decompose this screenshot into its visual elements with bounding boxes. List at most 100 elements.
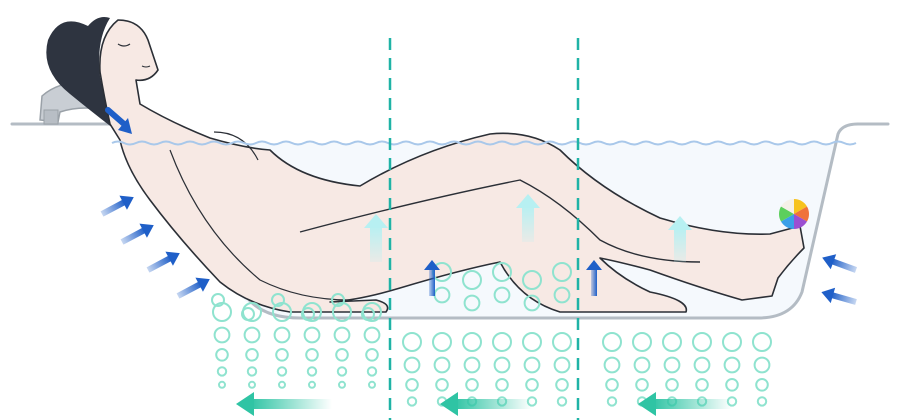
air-bubble [432, 332, 452, 352]
air-bubble [336, 366, 348, 377]
lift-arrow-shaft [370, 226, 382, 262]
air-bubble [332, 302, 352, 322]
air-bubble [633, 356, 651, 374]
flow-arrow-head [638, 392, 656, 416]
air-bubble [695, 378, 709, 392]
air-bubble [335, 348, 349, 362]
air-bubble [553, 286, 571, 304]
body-shape [99, 19, 805, 313]
air-bubble [463, 356, 481, 374]
air-bubble [333, 326, 351, 344]
air-bubble [603, 356, 621, 374]
side-jet-arrow [821, 287, 857, 305]
air-bubble [752, 332, 772, 352]
air-bubble [756, 396, 768, 407]
air-bubble [462, 270, 482, 290]
air-bubble [248, 380, 256, 389]
side-jet-arrow [176, 277, 210, 299]
jet-up-arrow [424, 260, 440, 296]
flow-arrow [638, 392, 732, 416]
air-bubble [693, 356, 711, 374]
air-bubble [406, 396, 418, 407]
air-bubble [405, 378, 419, 392]
air-bubble [722, 332, 742, 352]
air-bubble [556, 396, 568, 407]
air-bubble [211, 293, 225, 307]
side-jet-head [821, 287, 836, 304]
air-bubble [272, 302, 292, 322]
air-bubble [522, 332, 542, 352]
air-bubble [365, 348, 379, 362]
air-bubble [216, 366, 228, 377]
flow-arrow [236, 392, 332, 416]
flow-arrow-head [236, 392, 254, 416]
air-bubble [632, 332, 652, 352]
air-bubble [523, 294, 541, 312]
closed-eye [117, 43, 131, 47]
lift-arrow-head [668, 216, 692, 230]
air-bubble [245, 348, 259, 362]
arm-contour [169, 149, 351, 301]
air-bubble [435, 378, 449, 392]
air-bubble [555, 378, 569, 392]
jet-up-shaft [429, 268, 435, 296]
air-bubble [755, 378, 769, 392]
air-bubble [212, 302, 232, 322]
side-jet-head [119, 195, 134, 210]
neck-jet-arrow [105, 107, 132, 134]
air-bubble [246, 366, 258, 377]
side-jet-arrow [100, 195, 134, 217]
air-bubble [303, 326, 321, 344]
air-bubble [553, 356, 571, 374]
air-bubble [462, 332, 482, 352]
side-jet-arrow [146, 251, 180, 273]
side-jet-arrows [100, 195, 858, 305]
air-bubble [493, 356, 511, 374]
side-jet-shaft [176, 281, 203, 299]
reclining-woman [46, 17, 805, 313]
lift-arrow-head [364, 214, 388, 228]
air-bubble [665, 378, 679, 392]
air-bubble [635, 378, 649, 392]
air-bubble [363, 326, 381, 344]
side-jet-arrow [822, 254, 858, 273]
air-bubble [271, 293, 285, 307]
side-jet-shaft [146, 255, 173, 273]
air-bubble [662, 332, 682, 352]
air-bubble [606, 396, 618, 407]
air-bubble [215, 348, 229, 362]
upward-lift-arrows [364, 194, 692, 296]
flow-arrow-head [440, 392, 458, 416]
air-bubble [241, 307, 255, 321]
air-bubble [306, 366, 318, 377]
air-bubble [275, 348, 289, 362]
air-bubble [276, 366, 288, 377]
chest-contour [213, 131, 259, 161]
air-bubble [723, 356, 741, 374]
side-jet-shaft [830, 258, 858, 273]
flow-arrow-shaft [652, 399, 732, 409]
air-bubble [495, 378, 509, 392]
lift-arrow [516, 194, 540, 242]
side-jet-shaft [830, 291, 857, 305]
lift-arrow-head [516, 194, 540, 208]
air-bubble [305, 348, 319, 362]
flow-arrow-shaft [454, 399, 532, 409]
air-bubble [331, 293, 345, 307]
air-bubble [465, 378, 479, 392]
air-bubble [278, 380, 286, 389]
flow-arrow [440, 392, 532, 416]
leg-contour [299, 179, 701, 263]
air-bubble [433, 356, 451, 374]
lift-arrow [364, 214, 388, 262]
air-bubble [692, 332, 712, 352]
air-bubble [663, 356, 681, 374]
air-bubble [552, 262, 572, 282]
air-bubble [308, 380, 316, 389]
air-bubble [605, 378, 619, 392]
side-jet-shaft [100, 199, 127, 217]
air-bubble [463, 294, 481, 312]
side-jet-shaft [120, 227, 147, 245]
